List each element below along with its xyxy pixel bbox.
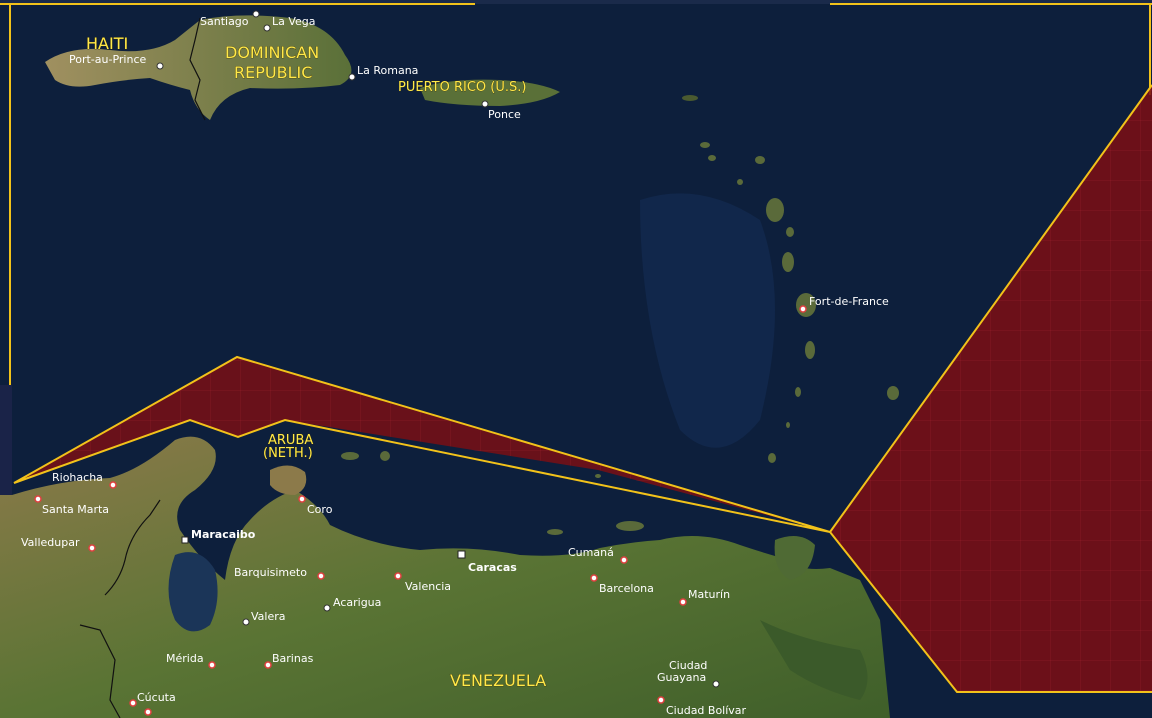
- label-caracas: Caracas: [468, 561, 517, 574]
- label-merida: Mérida: [166, 652, 204, 665]
- label-port-au-prince: Port-au-Prince: [69, 53, 146, 66]
- hispaniola-landmass: [45, 15, 352, 120]
- label-acarigua: Acarigua: [333, 596, 381, 609]
- label-santiago: Santiago: [200, 15, 249, 28]
- puerto-rico-landmass: [420, 79, 560, 106]
- highlighted-zone-north-border: [13, 355, 831, 533]
- label-ciudad-guayana-2: Guayana: [657, 671, 706, 684]
- label-valledupar: Valledupar: [21, 536, 80, 549]
- label-barinas: Barinas: [272, 652, 314, 665]
- label-dominican-republic-1: DOMINICAN: [225, 43, 319, 62]
- label-aruba-2: (NETH.): [263, 446, 313, 461]
- paraguana-peninsula: [270, 465, 307, 495]
- label-la-romana: La Romana: [357, 64, 418, 77]
- label-ponce: Ponce: [488, 108, 521, 121]
- label-maracaibo: Maracaibo: [191, 528, 256, 541]
- label-haiti: HAITI: [86, 34, 128, 53]
- label-riohacha: Riohacha: [52, 471, 103, 484]
- lake-maracaibo: [168, 552, 218, 632]
- trinidad: [774, 536, 815, 580]
- haiti-dr-border: [189, 17, 206, 121]
- label-valera: Valera: [251, 610, 286, 623]
- label-valencia: Valencia: [405, 580, 451, 593]
- label-la-vega: La Vega: [272, 15, 316, 28]
- label-dominican-republic-2: REPUBLIC: [234, 63, 312, 82]
- label-barquisimeto: Barquisimeto: [234, 566, 307, 579]
- label-venezuela: VENEZUELA: [450, 671, 546, 690]
- virgin-islands: [682, 95, 698, 101]
- label-cucuta: Cúcuta: [137, 691, 176, 704]
- label-coro: Coro: [307, 503, 333, 516]
- top-edge: [0, 0, 1152, 4]
- label-barcelona: Barcelona: [599, 582, 654, 595]
- highlighted-zone-north-grid: [14, 357, 830, 532]
- label-santa-marta: Santa Marta: [42, 503, 109, 516]
- orinoco-delta: [760, 620, 868, 700]
- label-cumana: Cumaná: [568, 546, 614, 559]
- shallow-bank: [640, 193, 775, 448]
- lesser-antilles: [341, 142, 899, 535]
- highlighted-zone-east-border: [829, 84, 1152, 693]
- label-fort-de-france: Fort-de-France: [809, 295, 889, 308]
- south-america-landmass: [0, 436, 890, 718]
- label-ciudad-bolivar: Ciudad Bolívar: [666, 704, 747, 717]
- label-aruba-1: ARUBA: [268, 433, 313, 448]
- colombia-venezuela-border: [79, 499, 161, 718]
- city-markers: [34, 10, 807, 716]
- label-ciudad-guayana-1: Ciudad: [669, 659, 707, 672]
- label-maturin: Maturín: [688, 588, 730, 601]
- label-puerto-rico: PUERTO RICO (U.S.): [398, 80, 526, 95]
- highlighted-zone-east-grid: [830, 85, 1152, 692]
